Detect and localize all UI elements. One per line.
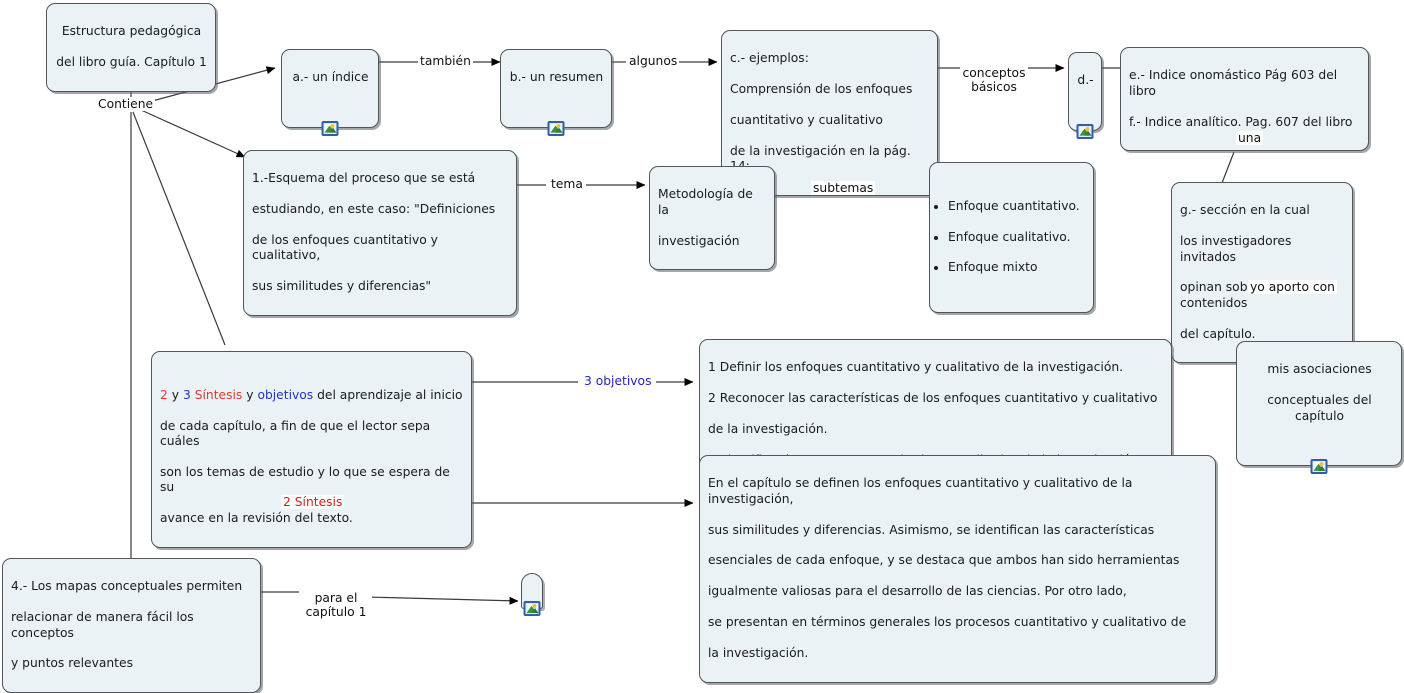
node-root-line1: Estructura pedagógica bbox=[61, 24, 202, 39]
image-icon[interactable] bbox=[1310, 458, 1328, 474]
node-sintesis-texto-line3: esenciales de cada enfoque, y se destaca… bbox=[708, 553, 1180, 568]
token-sintesis: Síntesis bbox=[194, 387, 243, 402]
node-resumen-label: b.- un resumen bbox=[509, 70, 604, 85]
token-objetivos: objetivos bbox=[257, 387, 314, 402]
node-seccion-g-line2: los investigadores invitados bbox=[1180, 234, 1292, 264]
token-y1: y bbox=[167, 387, 183, 402]
edge-label-conceptos-l1: conceptos bbox=[962, 66, 1026, 80]
node-asociaciones-line2: conceptuales del capítulo bbox=[1267, 393, 1372, 423]
node-ejemplos-line3: cuantitativo y cualitativo bbox=[730, 113, 883, 128]
edge-label-2-sintesis: 2 Síntesis bbox=[281, 495, 345, 509]
node-sintesis-texto[interactable]: En el capítulo se definen los enfoques c… bbox=[699, 455, 1216, 683]
node-sintesis-texto-line1: En el capítulo se definen los enfoques c… bbox=[708, 476, 1133, 506]
node-ejemplos-line2: Comprensión de los enfoques bbox=[730, 82, 913, 97]
node-esquema-line1: 1.-Esquema del proceso que se está bbox=[252, 171, 476, 186]
node-esquema-line4: sus similitudes y diferencias" bbox=[252, 279, 432, 294]
node-sintesis-texto-line4: igualmente valiosas para el desarrollo d… bbox=[708, 584, 1127, 599]
list-item: Enfoque cualitativo. bbox=[948, 230, 1086, 245]
node-esquema[interactable]: 1.-Esquema del proceso que se está estud… bbox=[243, 150, 517, 317]
node-indice[interactable]: a.- un índice bbox=[281, 49, 379, 136]
node-d-label: d.- bbox=[1077, 73, 1094, 88]
enfoques-list: Enfoque cuantitativo. Enfoque cualitativ… bbox=[934, 183, 1086, 291]
image-icon[interactable] bbox=[547, 120, 565, 136]
link-contiene-esquema bbox=[140, 109, 246, 158]
node-sintesis-objetivos-line1: 2 y 3 Síntesis y objetivos del aprendiza… bbox=[160, 372, 464, 403]
node-sintesis-objetivos[interactable]: 2 y 3 Síntesis y objetivos del aprendiza… bbox=[151, 351, 472, 548]
token-y2: y bbox=[242, 387, 258, 402]
node-sintesis-texto-line5: se presentan en términos generales los p… bbox=[708, 615, 1187, 630]
node-indice-label: a.- un índice bbox=[292, 70, 369, 85]
image-icon[interactable] bbox=[523, 601, 541, 616]
edge-label-yo-aporto-con: yo aporto con bbox=[1248, 280, 1337, 294]
edge-label-algunos: algunos bbox=[627, 54, 680, 68]
node-root-line2: del libro guía. Capítulo 1 bbox=[56, 55, 207, 70]
edge-label-una: una bbox=[1236, 131, 1264, 145]
node-objetivos-lista-line2: 2 Reconocer las características de los e… bbox=[708, 391, 1158, 406]
node-sintesis-objetivos-line4: avance en la revisión del texto. bbox=[160, 511, 353, 526]
node-indices-ef-line1: e.- Indice onomástico Pág 603 del libro bbox=[1129, 68, 1338, 98]
node-esquema-line3: de los enfoques cuantitativo y cualitati… bbox=[252, 233, 438, 263]
list-item: Enfoque cuantitativo. bbox=[948, 199, 1086, 214]
edge-label-tambien: también bbox=[418, 54, 473, 68]
node-seccion-g-line1: g.- sección en la cual bbox=[1180, 203, 1310, 218]
edge-label-subtemas: subtemas bbox=[811, 181, 876, 195]
node-objetivos-lista-line3: de la investigación. bbox=[708, 422, 828, 437]
node-enfoques[interactable]: Enfoque cuantitativo. Enfoque cualitativ… bbox=[929, 162, 1094, 313]
edge-label-tema: tema bbox=[549, 177, 585, 191]
node-metodologia-line1: Metodología de la bbox=[658, 187, 753, 217]
node-mapas-line1: 4.- Los mapas conceptuales permiten bbox=[11, 579, 243, 594]
node-mapas-line2: relacionar de manera fácil los conceptos bbox=[11, 610, 194, 640]
link-una-g bbox=[1221, 151, 1235, 184]
image-icon[interactable] bbox=[321, 120, 339, 136]
edge-label-conceptos-basicos: conceptos básicos bbox=[960, 52, 1028, 94]
concept-map-canvas: Estructura pedagógica del libro guía. Ca… bbox=[0, 0, 1404, 627]
node-esquema-line2: estudiando, en este caso: "Definiciones bbox=[252, 202, 496, 217]
node-asociaciones-line1: mis asociaciones bbox=[1267, 362, 1372, 377]
token-rest: del aprendizaje al inicio bbox=[313, 387, 463, 402]
node-sintesis-objetivos-line3: son los temas de estudio y lo que se esp… bbox=[160, 464, 450, 495]
edge-label-3-objetivos: 3 objetivos bbox=[582, 374, 654, 388]
link-contiene-sintesis bbox=[132, 111, 226, 346]
node-ejemplos-line1: c.- ejemplos: bbox=[730, 51, 809, 66]
node-sintesis-objetivos-line2: de cada capítulo, a fin de que el lector… bbox=[160, 418, 431, 449]
node-root[interactable]: Estructura pedagógica del libro guía. Ca… bbox=[46, 3, 216, 93]
list-item: Enfoque mixto bbox=[948, 260, 1086, 275]
token-3: 3 bbox=[182, 387, 191, 402]
node-asociaciones[interactable]: mis asociaciones conceptuales del capítu… bbox=[1236, 341, 1402, 474]
node-mapas-line3: y puntos relevantes bbox=[11, 656, 133, 671]
edge-label-parael-l2: capítulo 1 bbox=[305, 605, 367, 619]
node-ejemplos-line4: de la investigación en la pág. 14; bbox=[730, 143, 911, 173]
node-d[interactable]: d.- bbox=[1068, 52, 1102, 139]
edge-label-conceptos-l2: básicos bbox=[971, 80, 1017, 94]
node-seccion-g[interactable]: g.- sección en la cual los investigadore… bbox=[1171, 182, 1353, 364]
node-metodologia[interactable]: Metodología de la investigación bbox=[649, 166, 775, 271]
node-sintesis-texto-line2: sus similitudes y diferencias. Asimismo,… bbox=[708, 522, 1155, 537]
node-metodologia-line2: investigación bbox=[658, 233, 740, 248]
edge-label-parael-l1: para el bbox=[314, 591, 358, 605]
edge-label-contiene: Contiene bbox=[96, 97, 156, 111]
node-mapas[interactable]: 4.- Los mapas conceptuales permiten rela… bbox=[2, 558, 261, 693]
node-empty-capsule[interactable] bbox=[521, 573, 543, 616]
token-2: 2 bbox=[160, 387, 168, 402]
image-icon[interactable] bbox=[1076, 123, 1094, 139]
node-resumen[interactable]: b.- un resumen bbox=[500, 49, 612, 136]
link-parael-capsule bbox=[365, 596, 519, 605]
node-sintesis-texto-line6: la investigación. bbox=[708, 645, 809, 660]
node-objetivos-lista-line1: 1 Definir los enfoques cuantitativo y cu… bbox=[708, 360, 1124, 375]
edge-label-para-el-capitulo: para el capítulo 1 bbox=[300, 577, 372, 619]
node-indices-ef-line2: f.- Indice analítico. Pag. 607 del libro bbox=[1129, 114, 1353, 129]
node-seccion-g-line4: del capítulo. bbox=[1180, 326, 1256, 341]
